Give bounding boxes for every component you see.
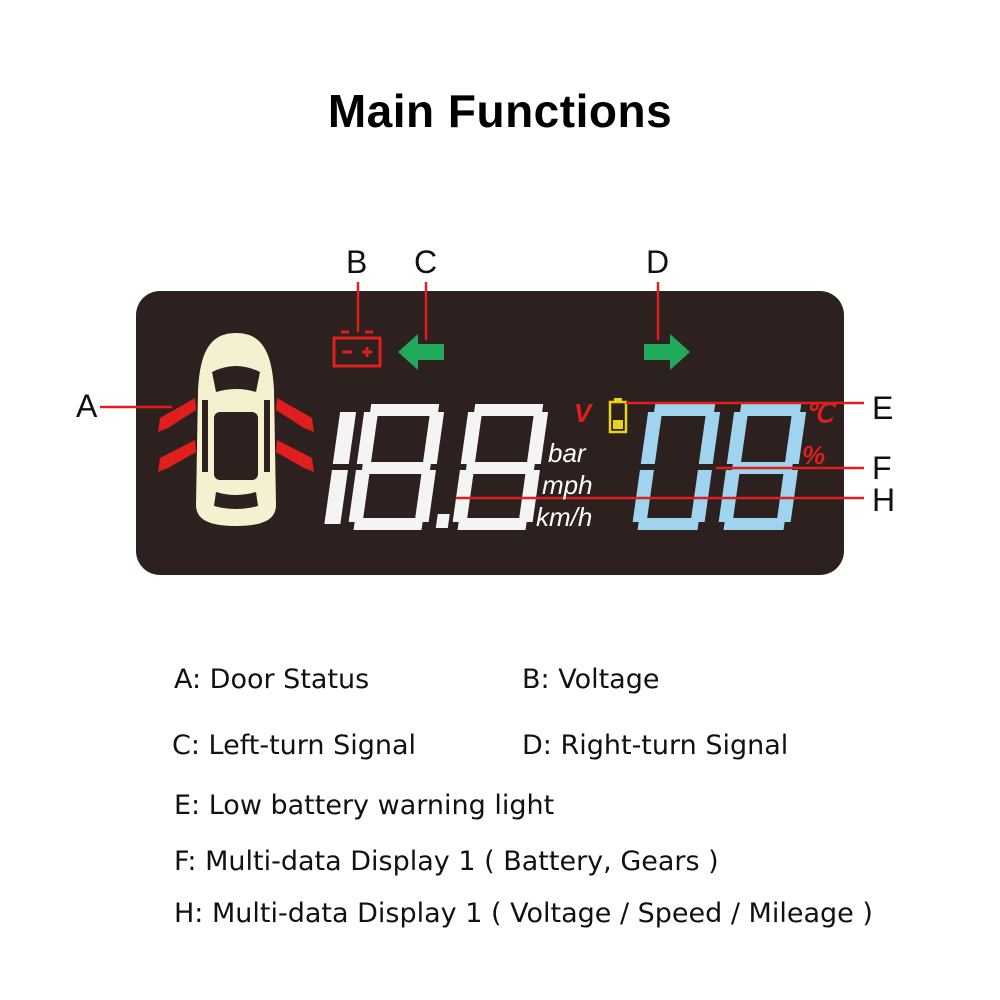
kmh-unit-label: km/h — [536, 502, 593, 532]
callout-a: A — [76, 388, 98, 424]
legend-item-e: E: Low battery warning light — [174, 790, 555, 821]
legend-item-a: A: Door Status — [174, 664, 370, 695]
callout-h: H — [872, 482, 896, 518]
legend-item-f: F: Multi-data Display 1 ( Battery, Gears… — [174, 846, 719, 877]
legend-item-d: D: Right-turn Signal — [522, 730, 789, 761]
legend-item-h: H: Multi-data Display 1 ( Voltage / Spee… — [174, 898, 873, 929]
celsius-unit-label: ℃ — [804, 398, 834, 428]
callout-f: F — [872, 450, 892, 486]
legend-item-c: C: Left-turn Signal — [172, 730, 417, 761]
callout-b: B — [346, 244, 368, 280]
callout-e: E — [872, 390, 894, 426]
volt-unit-label: V — [574, 398, 592, 428]
callout-d: D — [646, 244, 670, 280]
callout-c: C — [414, 244, 438, 280]
percent-unit-label: % — [802, 440, 826, 470]
page-title: Main Functions — [327, 85, 673, 137]
mph-unit-label: mph — [542, 470, 593, 500]
bar-unit-label: bar — [548, 438, 586, 468]
hud-display-panel — [136, 291, 844, 575]
legend-item-b: B: Voltage — [522, 664, 660, 695]
